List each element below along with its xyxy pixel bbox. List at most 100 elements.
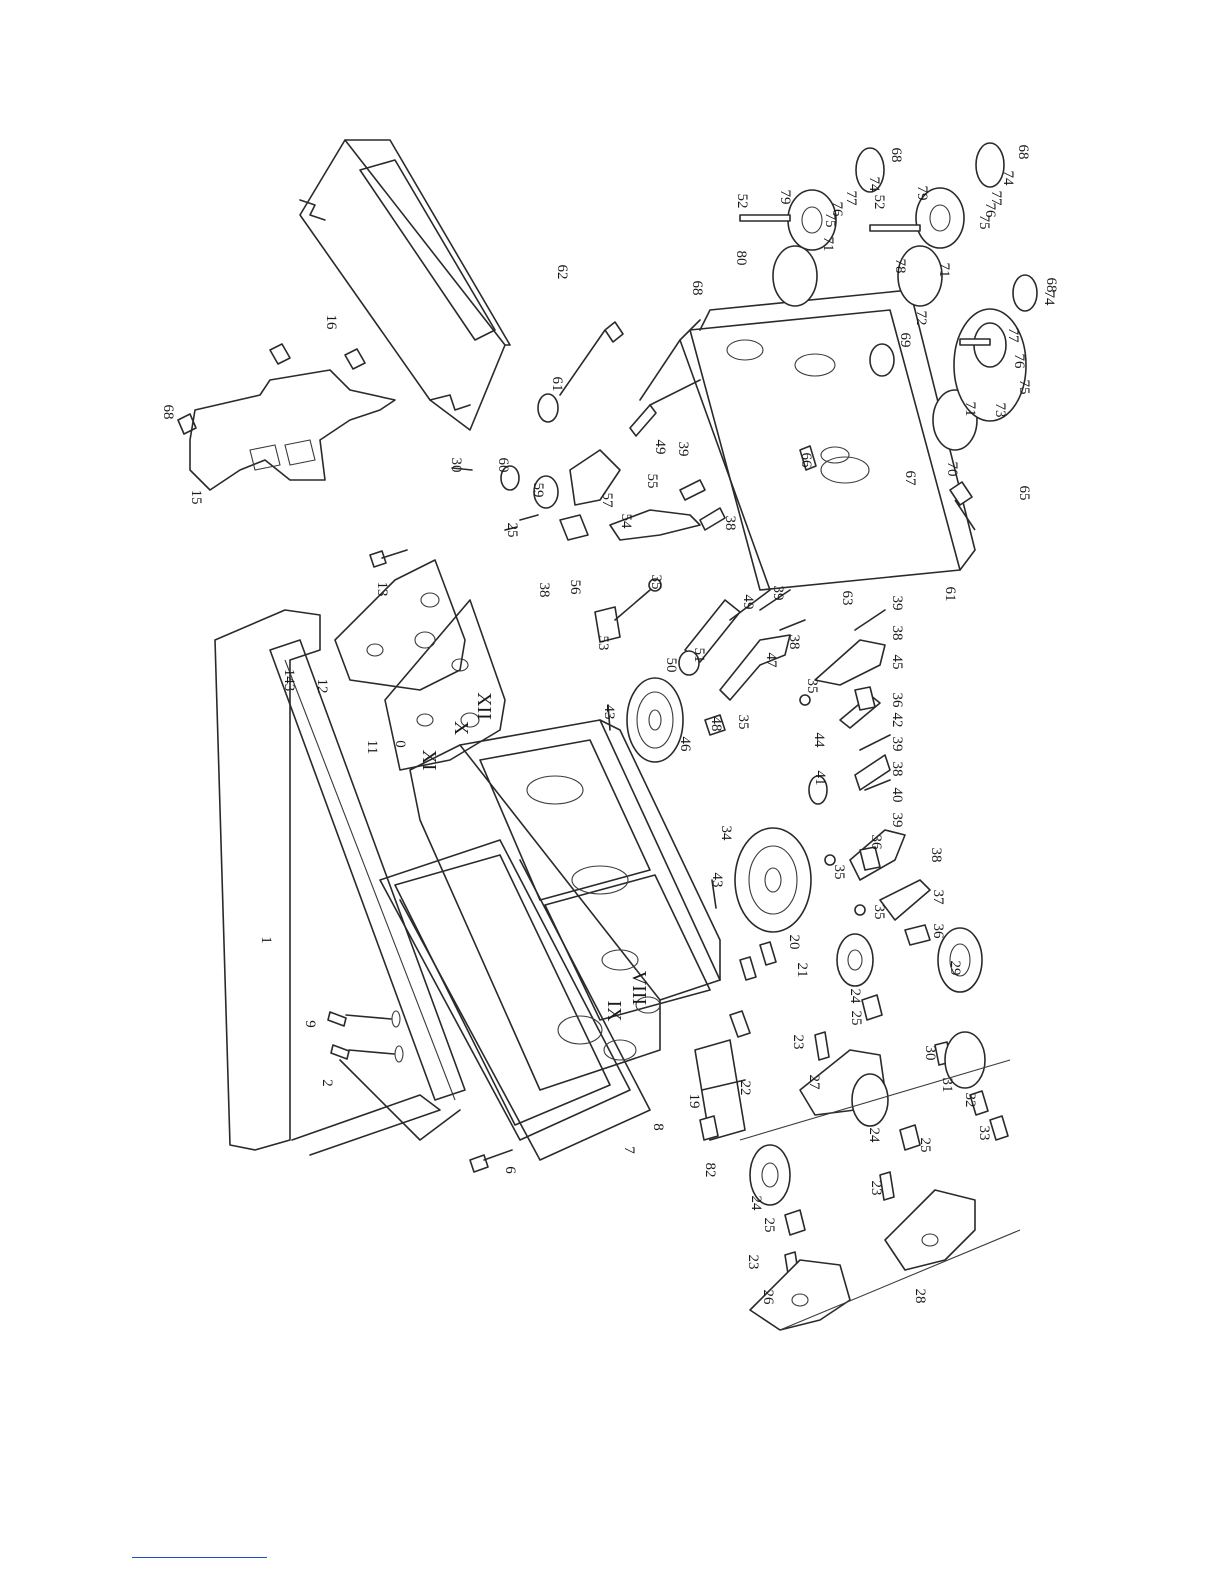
part-label-23c: 23 — [868, 1181, 884, 1196]
part-label-74a: 74 — [866, 177, 882, 193]
part-label-46: 46 — [677, 737, 693, 753]
part-label-38f: 38 — [928, 848, 944, 863]
part-label-74b: 74 — [1000, 171, 1016, 187]
part-label-38e: 38 — [889, 762, 905, 777]
part-label-35d: 35 — [831, 865, 847, 880]
part-label-52b: 52 — [871, 195, 887, 210]
part-label-23b: 23 — [745, 1255, 761, 1270]
part-label-80: 80 — [733, 251, 749, 266]
part-label-38d: 38 — [889, 626, 905, 641]
part-label-19: 19 — [686, 1094, 702, 1109]
part-label-75b: 75 — [976, 215, 992, 230]
part-label-79a: 79 — [777, 190, 793, 205]
part-label-42: 42 — [889, 713, 905, 728]
part-label-25a: 25 — [504, 523, 520, 538]
shaft-label-X: X — [450, 721, 472, 736]
part-label-59: 59 — [530, 483, 546, 498]
part-forks-lower — [739, 927, 1021, 1331]
part-label-0: 0 — [392, 740, 408, 748]
part-label-20: 20 — [786, 935, 802, 950]
part-label-61a: 61 — [549, 377, 565, 392]
part-label-62: 62 — [554, 265, 570, 280]
part-label-12: 12 — [314, 679, 330, 694]
part-label-68c: 68 — [888, 148, 904, 163]
part-label-76d: 76 — [1011, 354, 1027, 370]
shaft-label-IX: IX — [603, 1000, 625, 1022]
part-label-47: 47 — [763, 653, 779, 669]
part-label-15: 15 — [188, 490, 204, 505]
part-label-72: 72 — [913, 311, 929, 326]
part-hubs-right — [739, 142, 1038, 451]
part-label-30a: 30 — [448, 458, 464, 473]
part-label-40: 40 — [889, 788, 905, 803]
part-label-26: 26 — [760, 1290, 776, 1306]
part-label-74c: 74 — [1041, 291, 1057, 307]
part-label-70: 70 — [944, 462, 960, 477]
part-label-22: 22 — [737, 1081, 753, 1096]
part-label-77a: 77 — [843, 191, 859, 207]
part-label-8: 8 — [650, 1123, 666, 1131]
part-label-49b: 49 — [740, 595, 756, 610]
part-gear-train-top — [451, 321, 624, 541]
part-label-60: 60 — [495, 458, 511, 473]
part-label-69: 69 — [897, 333, 913, 348]
part-label-39a: 39 — [675, 442, 691, 457]
part-label-29: 29 — [947, 961, 963, 976]
part-label-75a: 75 — [822, 213, 838, 228]
part-label-11: 11 — [364, 740, 380, 754]
part-label-43b: 43 — [709, 873, 725, 888]
part-label-68d: 68 — [1015, 145, 1031, 160]
part-label-143: 143 — [281, 669, 297, 692]
part-label-33: 33 — [976, 1126, 992, 1141]
part-label-2: 2 — [319, 1079, 335, 1087]
part-label-30b: 30 — [922, 1046, 938, 1061]
part-label-24b: 24 — [748, 1196, 764, 1212]
part-label-36a: 36 — [889, 693, 905, 709]
part-label-65: 65 — [1016, 486, 1032, 501]
part-label-13: 13 — [374, 582, 390, 597]
part-label-51: 51 — [691, 648, 707, 663]
part-label-16: 16 — [323, 315, 339, 331]
part-label-39b: 39 — [770, 586, 786, 601]
part-label-82: 82 — [702, 1163, 718, 1178]
part-label-34: 34 — [718, 826, 734, 842]
part-label-6: 6 — [502, 1166, 518, 1174]
part-label-57: 57 — [599, 493, 615, 509]
part-label-41: 41 — [812, 771, 828, 786]
part-label-35a: 35 — [648, 575, 664, 590]
part-label-31: 31 — [939, 1078, 955, 1093]
part-gearbox-housing — [409, 719, 721, 1091]
part-label-9: 9 — [302, 1020, 318, 1028]
part-label-68a: 68 — [160, 405, 176, 420]
part-bed-frame — [214, 609, 466, 1156]
part-label-25d: 25 — [917, 1138, 933, 1153]
part-label-1: 1 — [258, 936, 274, 944]
part-label-55: 55 — [644, 474, 660, 489]
part-top-cover-16 — [299, 139, 511, 431]
part-shafts-and-levers — [594, 379, 931, 946]
part-label-71a: 71 — [820, 237, 836, 252]
part-label-79b: 79 — [914, 186, 930, 201]
shaft-label-XI: XI — [418, 749, 440, 770]
part-label-56: 56 — [567, 580, 583, 596]
part-label-68b: 68 — [689, 281, 705, 296]
part-bolt-13 — [369, 549, 408, 568]
part-label-66: 66 — [798, 453, 814, 469]
part-label-24a: 24 — [847, 989, 863, 1005]
part-label-78: 78 — [892, 259, 908, 274]
part-label-54: 54 — [618, 514, 634, 530]
part-lower-shafts — [694, 941, 777, 1141]
shaft-label-VIII: VIII — [628, 971, 650, 1005]
part-label-63: 63 — [839, 591, 855, 606]
part-label-39c: 39 — [889, 596, 905, 611]
part-label-27: 27 — [806, 1075, 822, 1091]
part-label-25c: 25 — [761, 1218, 777, 1233]
part-label-23a: 23 — [790, 1035, 806, 1050]
part-label-76a: 76 — [829, 202, 845, 218]
shaft-label-XII: XII — [473, 692, 495, 720]
part-label-53: 53 — [595, 636, 611, 651]
part-label-21: 21 — [794, 963, 810, 978]
part-label-35e: 35 — [871, 905, 887, 920]
